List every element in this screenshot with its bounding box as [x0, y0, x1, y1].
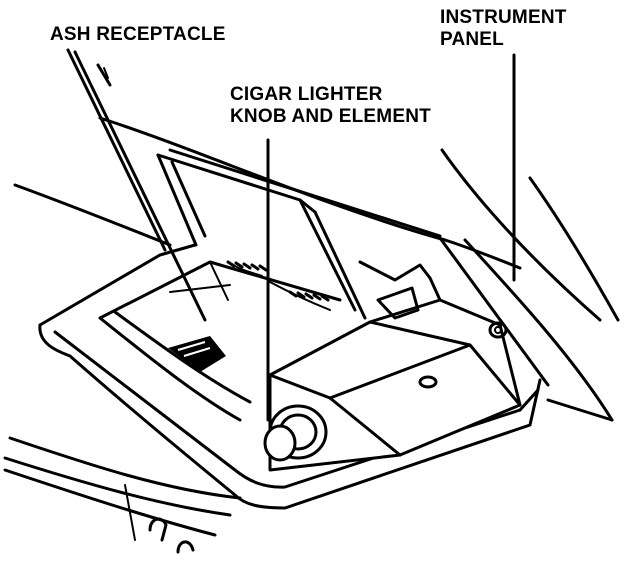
instrument-panel-label-line1: INSTRUMENT	[440, 7, 567, 28]
cigar-lighter-label-line1: CIGAR LIGHTER	[230, 84, 383, 105]
dashboard-background	[13, 63, 172, 247]
cigar-lighter-label-line2: KNOB AND ELEMENT	[230, 106, 431, 127]
ash-receptacle-label: ASH RECEPTACLE	[50, 24, 226, 45]
lower-trim	[3, 436, 242, 554]
lighter-housing	[268, 260, 522, 472]
instrument-panel-label-line2: PANEL	[440, 29, 504, 50]
ash-tray-lid	[156, 148, 442, 320]
cigar-lighter-knob	[263, 404, 328, 462]
instrument-panel-drawing	[98, 116, 620, 422]
housing-bezel	[38, 236, 550, 510]
ash-tray-body	[98, 260, 342, 422]
leader-lines	[66, 48, 516, 422]
